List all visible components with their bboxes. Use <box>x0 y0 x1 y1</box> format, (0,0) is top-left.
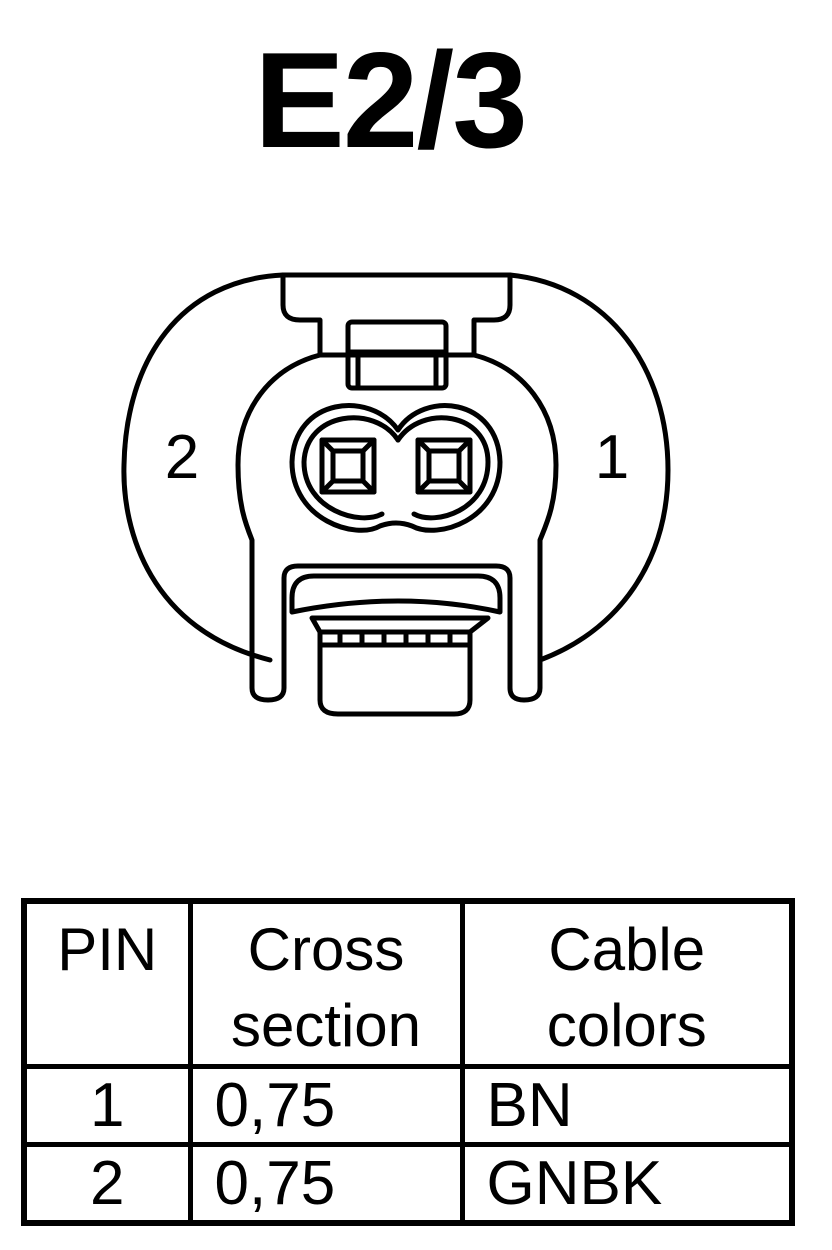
row-2-cable-color: GNBK <box>459 1142 795 1226</box>
row-2-pin: 2 <box>21 1142 193 1226</box>
connector-title: E2/3 <box>254 24 528 176</box>
connector-diagram: 2 1 <box>121 272 671 717</box>
header-pin: PIN <box>21 898 193 1069</box>
table-row: 2 0,75 GNBK <box>21 1142 795 1226</box>
pin-label-left: 2 <box>165 423 199 492</box>
row-1-pin: 1 <box>21 1063 193 1148</box>
cable-exit <box>309 615 491 717</box>
header-cable-colors: Cable colors <box>459 898 795 1069</box>
pin-table: PIN Cross section Cable colors 1 0,75 BN… <box>21 898 795 1226</box>
connector-drawing: 2 1 <box>121 272 671 717</box>
terminal-pin-1 <box>415 437 473 495</box>
lower-lock <box>289 573 503 615</box>
header-cross-section: Cross section <box>187 898 465 1069</box>
pin-label-right: 1 <box>595 423 629 492</box>
inner-body <box>235 352 559 703</box>
row-1-cross-section: 0,75 <box>187 1063 465 1148</box>
terminal-pin-2 <box>319 437 377 495</box>
terminal-cavity <box>289 403 503 533</box>
table-row: 1 0,75 BN <box>21 1063 795 1148</box>
table-header-row: PIN Cross section Cable colors <box>21 898 795 1069</box>
row-1-cable-color: BN <box>459 1063 795 1148</box>
latch-tab <box>280 272 513 358</box>
row-2-cross-section: 0,75 <box>187 1142 465 1226</box>
